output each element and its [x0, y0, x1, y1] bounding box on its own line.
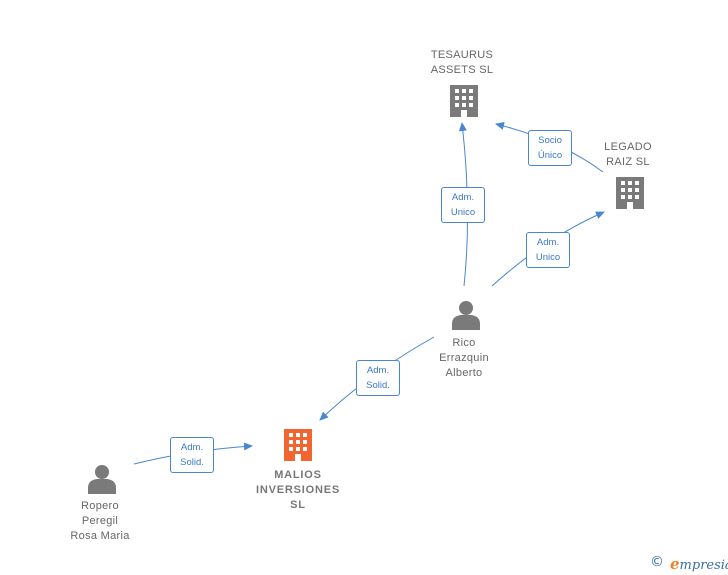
node-label-malios[interactable]: MALIOS INVERSIONES SL — [256, 469, 340, 511]
node-label-tesaurus[interactable]: TESAURUS ASSETS SL — [430, 49, 494, 76]
brand-logo-text: mpresia — [679, 558, 728, 573]
person-icon[interactable] — [452, 301, 480, 330]
building-icon[interactable] — [450, 85, 478, 117]
edge-label-rico-malios: Adm. Solid. — [356, 360, 400, 396]
node-label-ropero[interactable]: Ropero Peregil Rosa Maria — [70, 500, 130, 542]
node-label-legado[interactable]: LEGADO RAIZ SL — [604, 141, 652, 168]
brand-logo-initial: e — [670, 555, 680, 573]
building-icon[interactable] — [616, 177, 644, 209]
person-icon[interactable] — [88, 465, 116, 494]
edge-label-rico-legado: Adm. Unico — [526, 232, 570, 268]
brand-logo: empresia — [670, 555, 728, 573]
copyright-brand: © empresia — [648, 553, 728, 573]
edge-label-ropero-malios: Adm. Solid. — [170, 437, 214, 473]
copyright-icon: © — [650, 554, 664, 570]
edge-label-rico-tesaurus: Adm. Unico — [441, 187, 485, 223]
node-label-rico[interactable]: Rico Errazquin Alberto — [439, 337, 489, 379]
edge-label-legado-tesaurus: Socio Único — [528, 130, 572, 166]
building-icon-focus[interactable] — [284, 429, 312, 461]
